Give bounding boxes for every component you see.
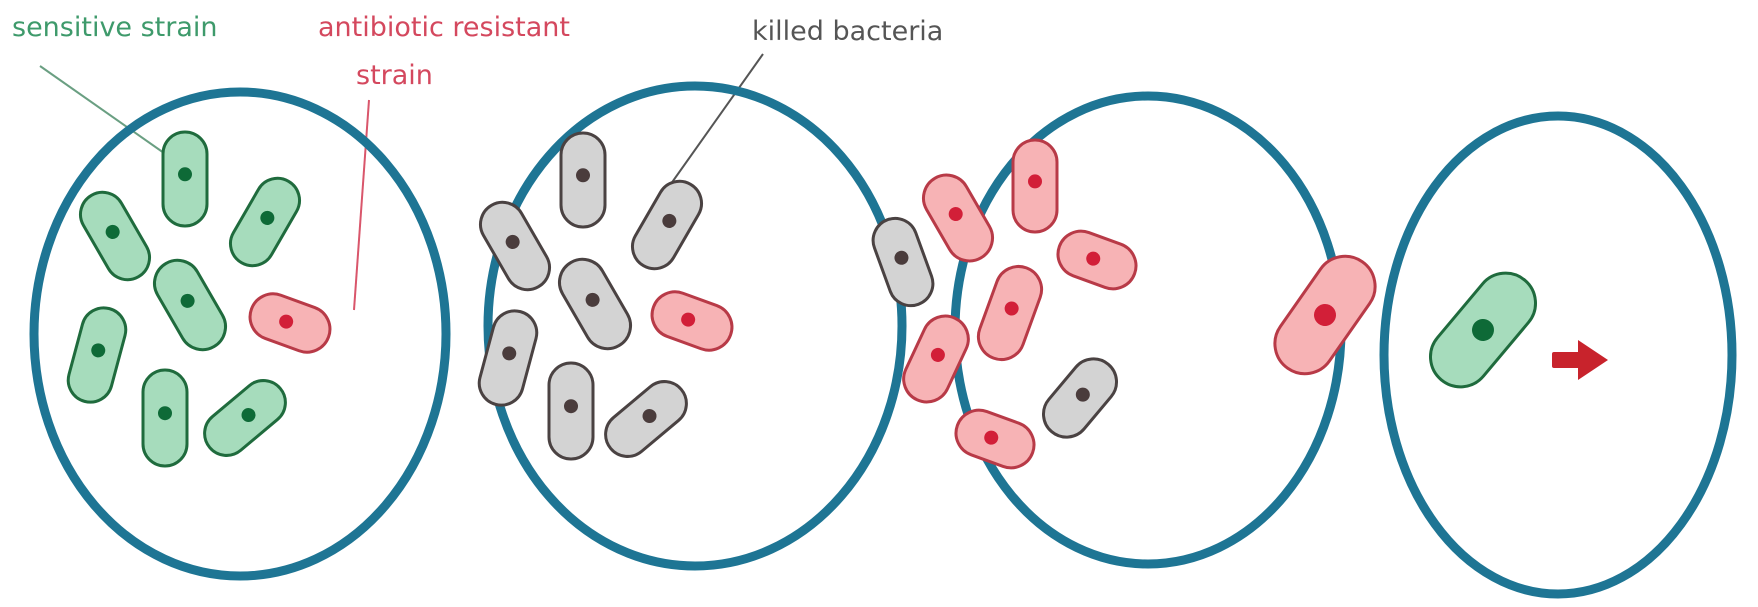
killed-bacterium-nucleus xyxy=(576,168,590,182)
leader-sensitive xyxy=(40,66,164,153)
killed-bacterium xyxy=(624,173,709,276)
bacteria-group-panel-2 xyxy=(472,133,738,465)
killed-bacterium-nucleus xyxy=(564,399,578,413)
resistant-bacterium xyxy=(1052,225,1143,296)
bacteria-group-panel-1 xyxy=(63,132,336,466)
label-sensitive-strain: sensitive strain xyxy=(12,12,218,43)
killed-bacterium xyxy=(472,194,557,297)
sensitive-bacterium xyxy=(163,132,207,226)
sensitive-bacterium xyxy=(146,252,234,358)
resistant-bacterium-nucleus xyxy=(1028,174,1042,188)
killed-bacterium xyxy=(549,363,593,459)
leader-killed xyxy=(668,54,763,188)
sensitive-bacterium xyxy=(63,303,130,407)
sensitive-bacterium xyxy=(196,372,295,465)
label-antibiotic-resistant: antibiotic resistant strain xyxy=(318,12,579,91)
resistant-bacterium xyxy=(915,167,1001,270)
resistant-bacterium xyxy=(1013,140,1057,232)
sensitive-bacterium xyxy=(222,170,307,273)
resistant-bacterium xyxy=(646,285,739,356)
killed-bacterium xyxy=(597,373,696,466)
bacteria-group-panel-4 xyxy=(1263,245,1548,400)
label-killed-bacteria: killed bacteria xyxy=(752,16,943,47)
transfer-arrow-icon xyxy=(1552,340,1608,380)
sensitive-bacterium xyxy=(1418,261,1548,399)
killed-bacterium xyxy=(551,251,639,357)
sensitive-bacterium xyxy=(143,370,187,466)
sensitive-bacterium-nucleus xyxy=(178,167,192,181)
killed-bacterium xyxy=(561,133,605,227)
resistant-bacterium xyxy=(972,260,1048,366)
bacteria-group-panel-3 xyxy=(867,140,1143,474)
sensitive-bacterium xyxy=(72,184,157,287)
label-resistant-line1: antibiotic resistant xyxy=(318,12,570,43)
sensitive-bacterium-nucleus xyxy=(158,406,172,420)
label-resistant-line2: strain xyxy=(356,60,433,91)
resistant-bacterium xyxy=(950,404,1041,475)
killed-bacterium xyxy=(1034,350,1126,447)
resistant-bacterium xyxy=(244,287,337,358)
killed-bacterium xyxy=(867,212,939,312)
resistant-bacterium xyxy=(1263,245,1387,386)
